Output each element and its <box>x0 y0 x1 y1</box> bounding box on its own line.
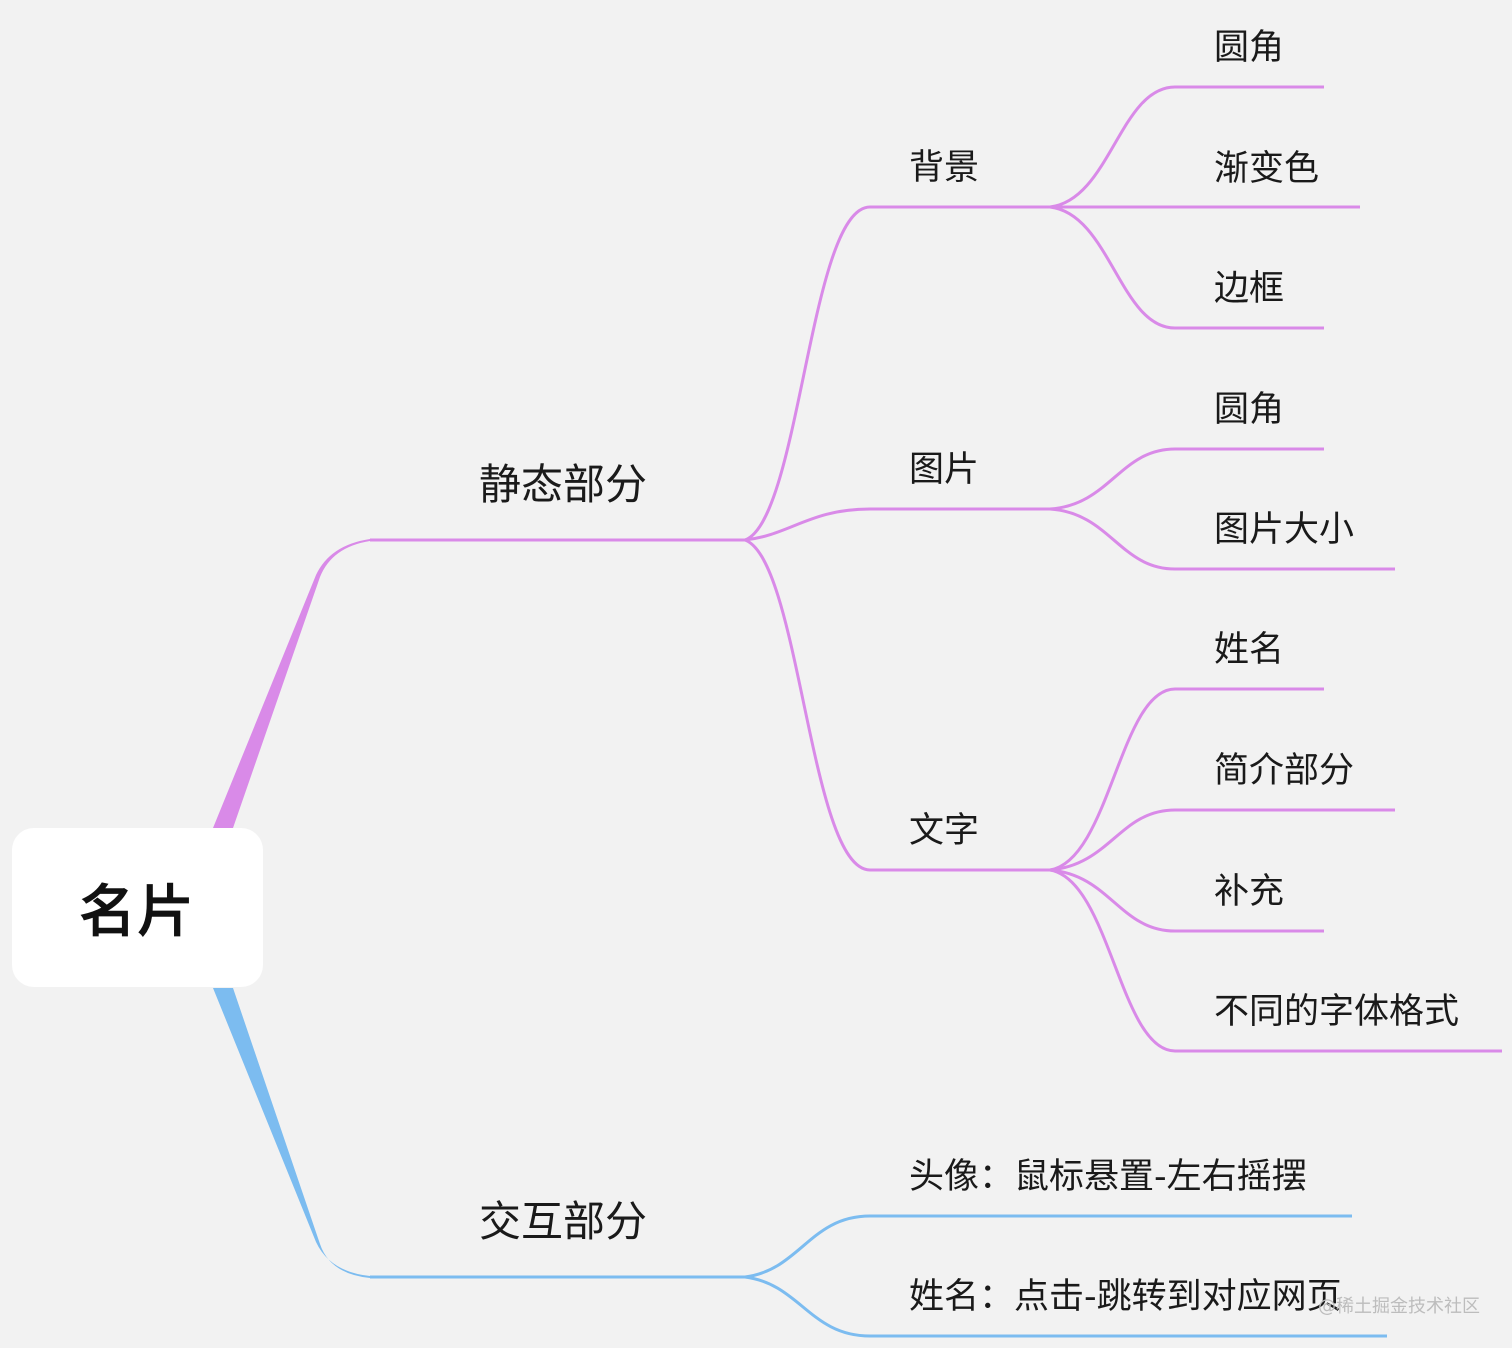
connector-text-4 <box>1049 868 1502 1053</box>
connector-text-3 <box>1049 868 1324 933</box>
connector-int-avatar <box>744 1214 1352 1279</box>
node-name-label[interactable]: 姓名：点击-跳转到对应网页 <box>909 1277 1342 1317</box>
node-bg-gradient-label[interactable]: 渐变色 <box>1214 149 1320 189</box>
connector-img-1 <box>1049 447 1324 511</box>
node-text-extra-label[interactable]: 补充 <box>1214 872 1285 912</box>
connector-img-2 <box>1049 507 1395 571</box>
node-img-rounded-label[interactable]: 圆角 <box>1214 390 1285 430</box>
node-bg-border-label[interactable]: 边框 <box>1214 269 1285 309</box>
connector-text-2 <box>1049 808 1395 872</box>
connector-int-name <box>744 1275 1387 1338</box>
node-img-label[interactable]: 图片 <box>909 450 980 490</box>
node-bg-rounded-label[interactable]: 圆角 <box>1214 28 1285 68</box>
node-interactive-label[interactable]: 交互部分 <box>479 1197 648 1246</box>
root-node[interactable]: 名片 <box>12 828 263 987</box>
node-text-label[interactable]: 文字 <box>909 811 980 851</box>
connector-static-img <box>744 507 1050 542</box>
node-text-name-label[interactable]: 姓名 <box>1214 630 1285 670</box>
root-label: 名片 <box>79 880 196 945</box>
node-avatar-label[interactable]: 头像：鼠标悬置-左右摇摆 <box>909 1157 1307 1197</box>
connector-static-text <box>744 538 1050 872</box>
node-text-intro-label[interactable]: 简介部分 <box>1214 751 1355 791</box>
connector-root-interactive <box>213 988 370 1278</box>
node-static-label[interactable]: 静态部分 <box>479 460 648 509</box>
connector-bg-1 <box>1049 85 1324 209</box>
connector-static-bg <box>744 205 1050 542</box>
connector-bg-3 <box>1049 205 1324 330</box>
watermark: @稀土掘金技术社区 <box>1318 1296 1480 1317</box>
node-text-fonts-label[interactable]: 不同的字体格式 <box>1214 992 1460 1032</box>
connector-root-static <box>213 539 370 828</box>
node-bg-label[interactable]: 背景 <box>909 148 980 188</box>
connector-text-1 <box>1049 687 1324 872</box>
node-img-size-label[interactable]: 图片大小 <box>1214 510 1355 550</box>
